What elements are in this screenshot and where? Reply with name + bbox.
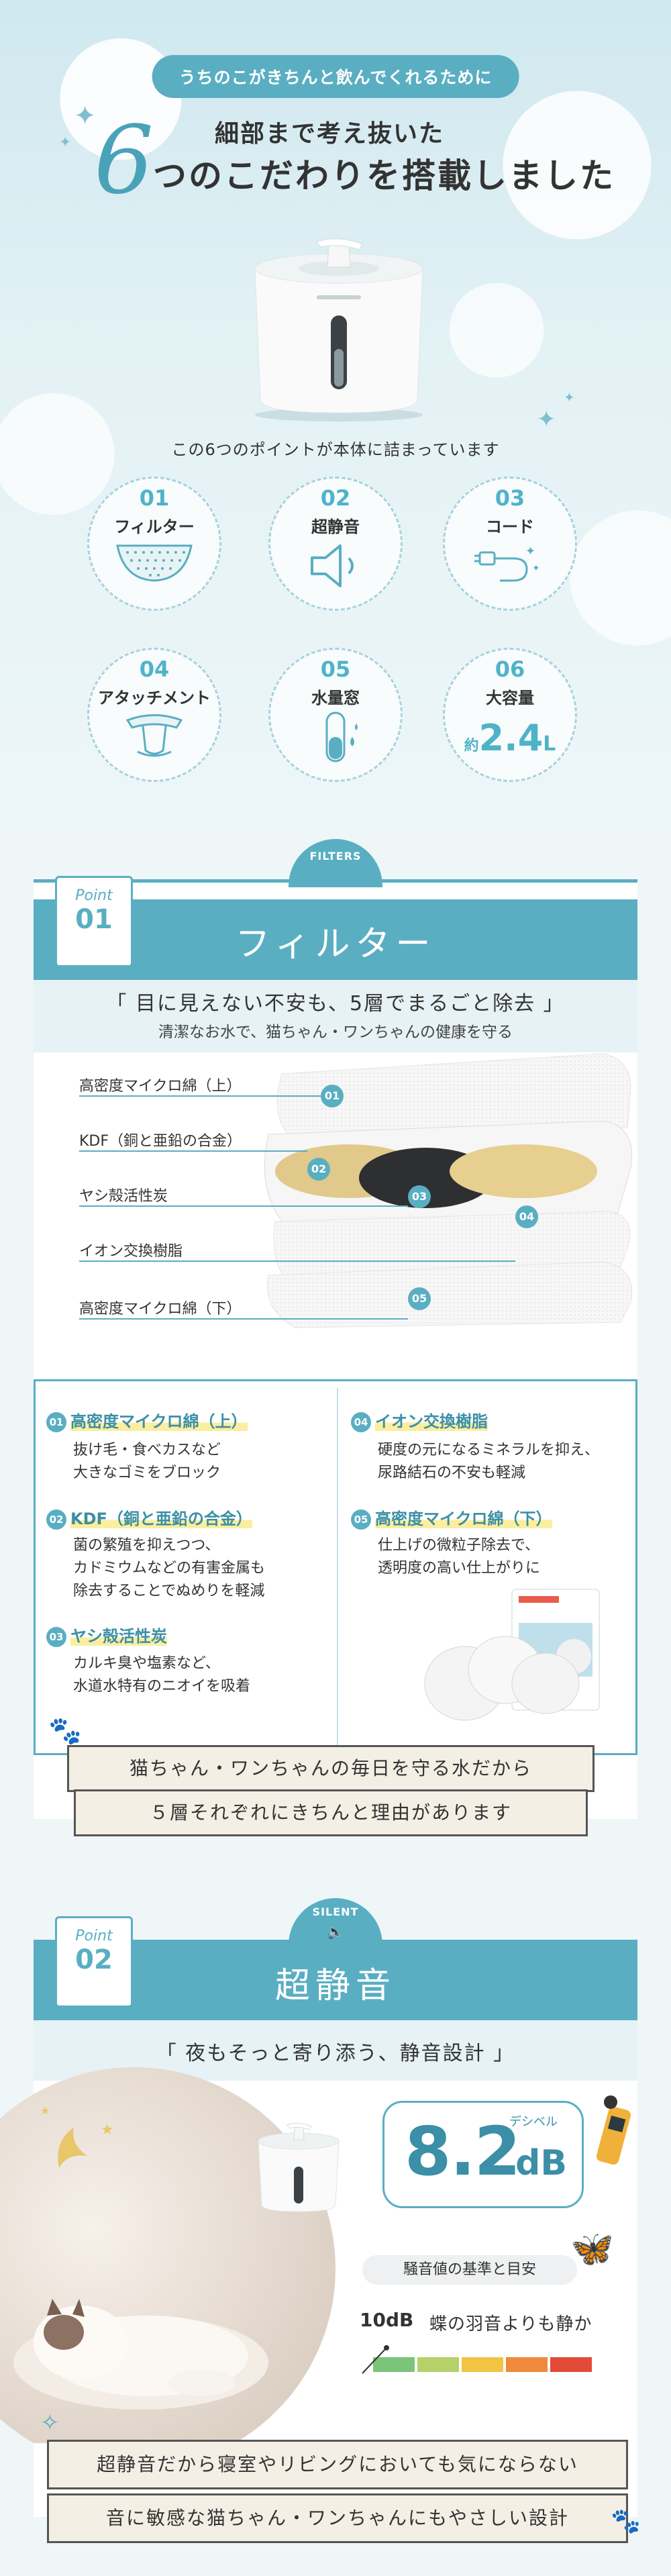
svg-text:★: ★: [40, 2104, 50, 2117]
svg-text:★: ★: [101, 2122, 114, 2138]
hero-subtitle: この6つのポイントが本体に詰まっています: [171, 440, 500, 459]
filter-layers-illustration: [264, 1053, 633, 1328]
sparkle-icon: ✦: [564, 389, 575, 405]
sound-icon: 🔈: [327, 1924, 344, 1940]
detail-body-1: 抜け毛・食べカスなど大きなゴミをブロック: [73, 1442, 221, 1481]
paw-icon: 🐾: [48, 1716, 82, 1746]
point1-title-band: フィルター: [34, 899, 637, 980]
layer-num-5: 05: [408, 1287, 431, 1310]
fountain-product-image: [254, 238, 423, 422]
noise-level-scale: [362, 2345, 592, 2374]
decibel-unit: dB: [515, 2143, 567, 2183]
point2-headline: 「 夜もそっと寄り添う、静音設計 」: [156, 2042, 515, 2065]
layer-num-1: 01: [321, 1085, 344, 1107]
sound-meter-icon: [596, 2095, 631, 2165]
capacity-value: 約2.4L: [464, 717, 556, 759]
point1-badge: Point 01: [55, 876, 133, 967]
layer-num-4: 04: [515, 1205, 538, 1228]
point1-headline-band: 「 目に見えない不安も、5層でまるごと除去 」 清潔なお水で、猫ちゃん・ワンちゃ…: [34, 980, 637, 1052]
feature-capacity[interactable]: 06 大容量 約2.4L: [443, 648, 577, 782]
attachment-icon: [125, 714, 183, 757]
detail-body-5: 仕上げの微粒子除去で、透明度の高い仕上がりに: [378, 1537, 541, 1577]
noise-value: 10dB: [360, 2309, 414, 2331]
point2-title: 超静音: [274, 1966, 396, 2006]
decibel-bubble: 8.2 デシベル dB: [382, 2101, 584, 2208]
point2-banner-1: 超静音だから寝室やリビングにおいても気にならない: [47, 2440, 628, 2489]
point1-tab: FILTERS: [289, 839, 382, 887]
point2-tab: SILENT 🔈: [289, 1898, 382, 1946]
point1-banner-2: ５層それぞれにきちんと理由があります: [74, 1789, 588, 1836]
point1-headline: 「 目に見えない不安も、5層でまるごと除去 」: [106, 992, 565, 1015]
point1-banner-1: 猫ちゃん・ワンちゃんの毎日を守る水だから: [67, 1745, 595, 1792]
hero-pill: うちのこがきちんと飲んでくれるために: [152, 55, 519, 98]
sleeping-cat-image: ★ ★: [0, 2067, 336, 2443]
point2-badge: Point 02: [55, 1916, 133, 2008]
sparkle-icon: ✦: [74, 101, 97, 132]
point2-banner-2: 音に敏感な猫ちゃん・ワンちゃんにもやさしい設計: [47, 2493, 628, 2543]
svg-text:✦: ✦: [525, 544, 535, 558]
replacement-filter-pack-image: [424, 1589, 600, 1721]
layer-num-3: 03: [408, 1185, 431, 1208]
sparkle-icon: ✦: [59, 134, 72, 151]
hero-title-line1: 細部まで考え抜いた: [215, 120, 445, 148]
point1-title: フィルター: [235, 924, 436, 964]
cord-icon: ✦ ✦: [474, 544, 540, 582]
detail-body-2: 菌の繁殖を抑えつつ、カドミウムなどの有害金属も除去することでぬめりを軽減: [73, 1537, 266, 1599]
layer-label-2: KDF（銅と亜鉛の合金）: [79, 1133, 242, 1150]
layer-label-1: 高密度マイクロ綿（上）: [79, 1078, 242, 1095]
layer-label-4: イオン交換樹脂: [79, 1243, 183, 1260]
hero-title-line2: つのこだわりを搭載しました: [153, 156, 615, 195]
hero-six: 6: [94, 106, 154, 215]
sparkle-icon: ✧: [40, 2410, 60, 2436]
decibel-value: 8.2: [405, 2112, 521, 2191]
speaker-icon: [311, 544, 354, 587]
layer-num-2: 02: [307, 1158, 330, 1181]
decibel-caption: デシベル: [509, 2115, 558, 2129]
filter-icon: [116, 544, 193, 582]
feature-silent[interactable]: 02 超静音: [268, 477, 403, 611]
paw-icon: 🐾: [611, 2508, 641, 2535]
detail-body-4: 硬度の元になるミネラルを抑え、尿路結石の不安も軽減: [378, 1442, 600, 1481]
layer-label-3: ヤシ殻活性炭: [79, 1188, 168, 1205]
feature-attachment[interactable]: 04 アタッチメント: [87, 648, 221, 782]
svg-text:✦: ✦: [532, 563, 540, 574]
feature-water-window[interactable]: 05 水量窓: [268, 648, 403, 782]
feature-cord[interactable]: 03 コード ✦ ✦: [443, 477, 577, 611]
butterfly-icon: 🦋: [570, 2229, 614, 2269]
hero-section: うちのこがきちんと飲んでくれるために ✦ ✦ ✦ ✦ 6 細部まで考え抜いた つ…: [0, 0, 671, 826]
layer-label-5: 高密度マイクロ綿（下）: [79, 1301, 242, 1318]
water-window-icon: [325, 711, 358, 762]
feature-filter[interactable]: 01 フィルター: [87, 477, 221, 611]
fountain-small-image: [258, 2122, 340, 2212]
point1-subheadline: 清潔なお水で、猫ちゃん・ワンちゃんの健康を守る: [158, 1024, 513, 1041]
point2-title-band: 超静音: [34, 1940, 637, 2020]
noise-standard-pill: 騒音値の基準と目安: [362, 2255, 577, 2285]
detail-body-3: カルキ臭や塩素など、水道水特有のニオイを吸着: [73, 1655, 251, 1695]
noise-text: 蝶の羽音よりも静か: [429, 2314, 592, 2334]
sparkle-icon: ✦: [537, 406, 556, 433]
